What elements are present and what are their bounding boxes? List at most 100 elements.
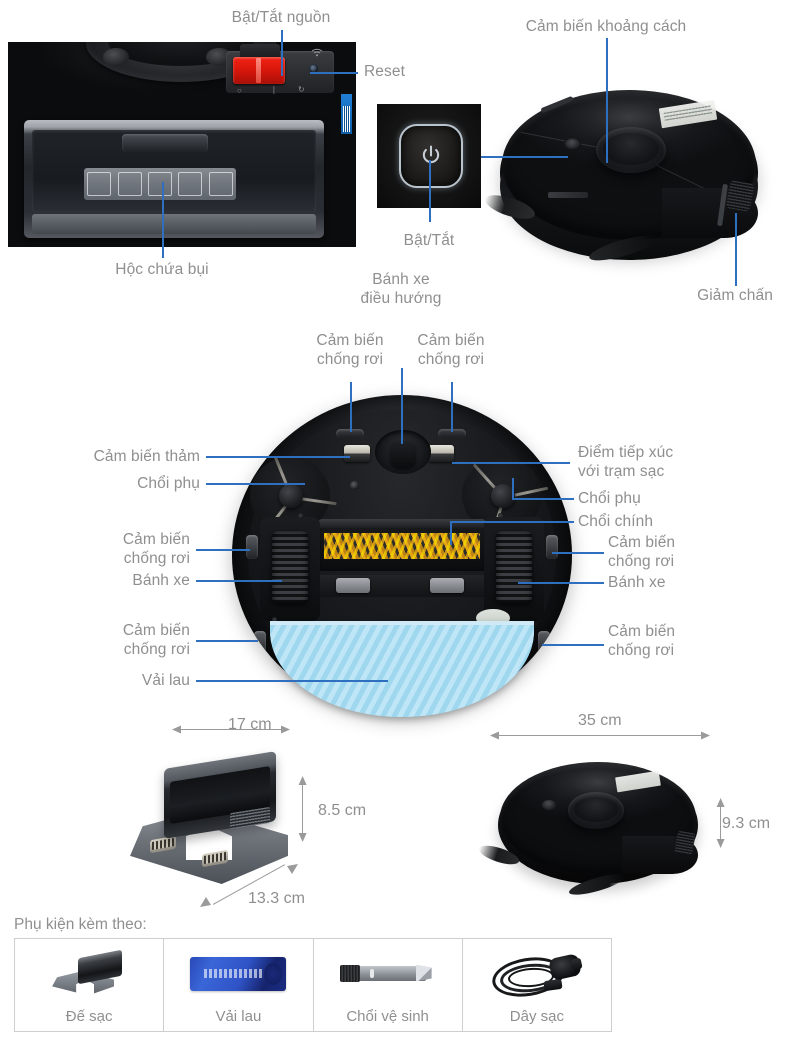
dim-robot-diameter [490, 728, 710, 746]
leader-cliff-rear-left [196, 640, 258, 642]
brand-logo [548, 192, 588, 198]
housing-dot [103, 48, 129, 66]
leader-wheel-left [196, 580, 282, 582]
dim-text-dock-width: 17 cm [228, 716, 272, 733]
power-button[interactable] [399, 124, 463, 188]
leader-cliff-2 [451, 382, 453, 432]
label-carpet-sensor: Cảm biến thảm [93, 448, 200, 465]
dim-text-dock-height: 8.5 cm [318, 802, 367, 819]
distance-sensor-icon [624, 141, 638, 155]
leader-cliff-right [552, 552, 604, 554]
dim-text-dock-depth: 13.3 cm [248, 890, 305, 907]
leader-caster [401, 368, 403, 444]
label-caster-wheel: Bánh xe điều hướng [360, 271, 442, 307]
dim-robot-height [712, 798, 730, 848]
dust-bin-drawer[interactable] [24, 120, 324, 238]
cliff-sensor-rear-right [538, 631, 550, 655]
robot-dimension-view [476, 752, 710, 902]
label-mop-cloth: Vải lau [141, 672, 190, 689]
top-power-button[interactable] [564, 138, 581, 150]
cliff-sensor-slot [336, 429, 364, 438]
cliff-sensor-rear-left [254, 631, 266, 655]
label-cliff-sensor-right: Cảm biến chống rơi [608, 534, 676, 570]
top-power-button[interactable] [542, 800, 556, 810]
power-icon [422, 145, 440, 164]
label-cliff-sensor-rear-right: Cảm biến chống rơi [608, 623, 676, 659]
power-switch-red[interactable] [233, 57, 285, 84]
mop-cloth-icon [164, 939, 312, 1008]
leader-carpet-sensor [206, 456, 350, 458]
charging-dock-icon [15, 939, 163, 1008]
leader-dust-bin [162, 182, 164, 258]
cliff-sensor-side-left [246, 535, 258, 559]
exhaust-vent [674, 830, 696, 856]
label-side-brush-left: Chổi phụ [137, 475, 200, 492]
leader-cliff-rear-right [542, 644, 604, 646]
label-cliff-sensor-2: Cảm biến chống rơi [417, 332, 485, 368]
exhaust-vent [725, 180, 755, 212]
drive-wheel-right [496, 531, 532, 603]
accessory-cell-cloth[interactable]: Vải lau [163, 938, 313, 1032]
label-wheel-right: Bánh xe [608, 574, 666, 591]
leader-cliff-left [196, 549, 250, 551]
main-brush-bay [318, 519, 486, 571]
label-main-brush: Chổi chính [578, 513, 654, 530]
accessory-name-cloth: Vải lau [215, 1008, 262, 1025]
label-bumper: Giảm chấn [697, 287, 773, 304]
cleaning-brush-icon [314, 939, 462, 1008]
caster-wheel [375, 430, 431, 474]
leader-charging-contacts [452, 462, 570, 464]
robot-bottom-view [232, 395, 572, 717]
dock-body [164, 751, 276, 839]
wifi-icon [311, 48, 323, 57]
label-wheel-left: Bánh xe [132, 572, 190, 589]
lidar-turret [596, 127, 666, 173]
main-brush [324, 533, 480, 559]
leader-main-brush-v [450, 521, 452, 545]
cliff-sensor-right [428, 445, 454, 462]
dim-dock-width [172, 722, 290, 740]
accessories-grid: Đế sạc Vải lau Chổi vệ sinh [14, 938, 612, 1032]
brush-latch-right[interactable] [430, 578, 464, 593]
leader-power-switch [281, 30, 283, 76]
leader-power-button-a [481, 156, 568, 158]
dim-dock-height [294, 776, 312, 842]
label-side-brush-right: Chổi phụ [578, 490, 641, 507]
accessory-cell-cord[interactable]: Dây sạc [461, 938, 612, 1032]
leader-distance-sensor [606, 38, 608, 163]
leader-main-brush [450, 521, 574, 523]
label-reset: Reset [364, 63, 405, 80]
label-cliff-sensor-1: Cảm biến chống rơi [316, 332, 384, 368]
dust-bin-handle[interactable] [122, 134, 208, 152]
accessory-cell-brush[interactable]: Chổi vệ sinh [312, 938, 462, 1032]
brush-latch-left[interactable] [336, 578, 370, 593]
leader-bumper [735, 213, 737, 286]
housing-dot [206, 48, 232, 66]
leader-side-brush-left [206, 483, 305, 485]
dim-dock-depth [200, 860, 298, 912]
leader-reset [310, 72, 358, 74]
mop-cloth [270, 621, 534, 717]
reset-pinhole[interactable] [309, 64, 318, 73]
label-charging-contacts: Điểm tiếp xúc với trạm sạc [578, 444, 674, 480]
carpet-sensor [350, 481, 359, 490]
accessory-name-dock: Đế sạc [65, 1008, 113, 1025]
robot-top-view [482, 72, 768, 272]
switch-reset-glyph: ↻ [298, 85, 305, 94]
leader-side-brush-right [512, 498, 574, 500]
label-cliff-sensor-left: Cảm biến chống rơi [122, 531, 190, 567]
drive-wheel-left [272, 531, 308, 603]
leader-cliff-1 [350, 382, 352, 432]
label-cliff-sensor-rear-left: Cảm biến chống rơi [122, 622, 190, 658]
switch-off-glyph: ○ [237, 86, 242, 95]
label-power-button: Bật/Tắt [403, 232, 455, 249]
leader-mop-cloth [196, 680, 388, 682]
power-button-panel [377, 104, 481, 208]
power-cord-icon [463, 939, 611, 1008]
switch-on-glyph: ∣ [272, 85, 276, 94]
instruction-sticker [84, 168, 236, 200]
label-dust-bin: Hộc chứa bụi [115, 261, 209, 278]
charging-dock-illustration [124, 751, 314, 894]
accessory-cell-dock[interactable]: Đế sạc [14, 938, 164, 1032]
